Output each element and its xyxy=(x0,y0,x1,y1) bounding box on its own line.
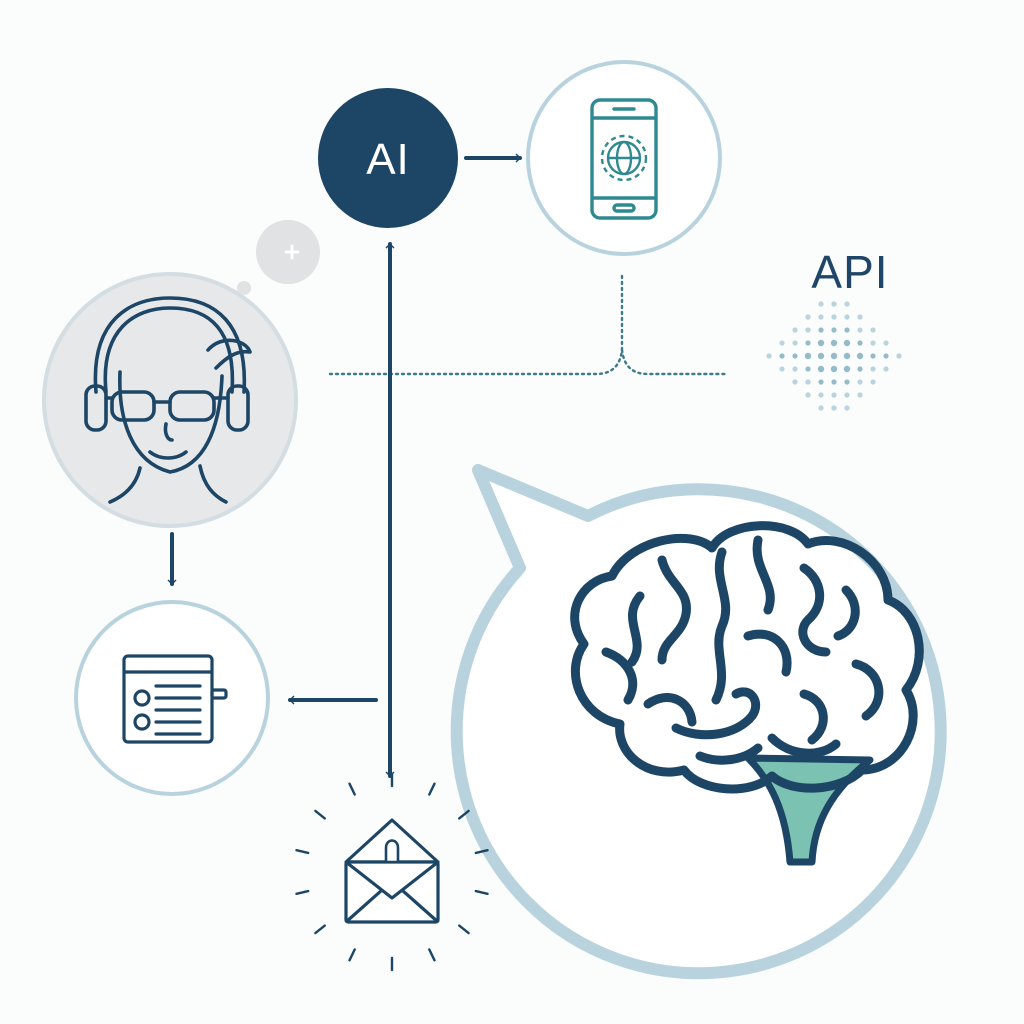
api-dot xyxy=(831,314,837,320)
api-dot xyxy=(779,340,785,346)
burst-ray xyxy=(474,889,489,895)
api-dot xyxy=(857,379,863,385)
ai-label: AI xyxy=(366,135,410,184)
envelope-icon xyxy=(344,818,440,924)
api-dot xyxy=(870,379,876,385)
api-dot xyxy=(843,352,851,360)
api-dot xyxy=(805,366,811,372)
api-dot xyxy=(883,340,889,346)
api-dot xyxy=(805,392,811,398)
burst-ray xyxy=(314,924,326,935)
plus-icon xyxy=(284,244,300,260)
burst-ray xyxy=(348,782,356,796)
api-dot xyxy=(831,379,837,385)
api-dot xyxy=(792,340,798,346)
user-avatar-icon xyxy=(84,296,252,504)
api-dot-cluster xyxy=(766,301,902,411)
api-dot xyxy=(870,353,876,359)
form-document-icon xyxy=(122,654,228,744)
api-dot xyxy=(870,340,876,346)
api-dot xyxy=(792,327,798,333)
api-dot xyxy=(870,366,876,372)
api-dot xyxy=(857,366,863,372)
burst-ray xyxy=(428,948,436,962)
api-dot xyxy=(805,379,811,385)
api-dot xyxy=(857,327,863,333)
api-dot xyxy=(883,353,889,359)
burst-ray xyxy=(474,849,489,855)
api-dot xyxy=(818,405,824,411)
api-dot xyxy=(870,327,876,333)
api-dot xyxy=(844,379,850,385)
api-dot xyxy=(818,301,824,307)
api-dot xyxy=(831,405,837,411)
api-dot xyxy=(844,327,850,333)
burst-ray xyxy=(295,889,310,895)
document-node xyxy=(74,600,270,796)
api-dot xyxy=(857,340,863,346)
gear-globe-icon xyxy=(600,134,648,182)
api-dot xyxy=(830,339,838,347)
api-dot xyxy=(830,365,838,373)
api-dot xyxy=(818,379,824,385)
burst-ray xyxy=(295,849,310,855)
burst-ray xyxy=(458,809,470,820)
api-dot xyxy=(831,392,837,398)
api-dot xyxy=(818,392,824,398)
api-dot xyxy=(843,339,851,347)
api-dot xyxy=(817,339,825,347)
api-dot xyxy=(817,352,825,360)
api-dot xyxy=(844,405,850,411)
api-dot xyxy=(843,365,851,373)
phone-node xyxy=(526,60,722,256)
api-dot xyxy=(779,353,785,359)
api-dot xyxy=(805,314,811,320)
api-dot xyxy=(831,327,837,333)
api-dot xyxy=(896,353,902,359)
burst-ray xyxy=(348,948,356,962)
burst-ray xyxy=(458,924,470,935)
api-dot xyxy=(792,353,798,359)
api-dot xyxy=(792,366,798,372)
brain-icon xyxy=(570,521,924,866)
api-label: API xyxy=(811,246,888,298)
burst-rays xyxy=(295,772,489,972)
api-dot xyxy=(805,340,811,346)
smartphone-icon xyxy=(590,98,658,220)
api-dot xyxy=(818,314,824,320)
api-dot xyxy=(779,366,785,372)
ai-node: AI xyxy=(318,88,458,228)
api-dot xyxy=(766,353,772,359)
api-dot xyxy=(857,314,863,320)
api-dot xyxy=(804,352,812,360)
api-dot xyxy=(805,327,811,333)
api-dot xyxy=(857,392,863,398)
api-dot xyxy=(883,366,889,372)
user-avatar-node xyxy=(42,272,298,528)
dotted-connector xyxy=(328,274,728,376)
burst-ray xyxy=(428,782,436,796)
api-dot xyxy=(818,327,824,333)
envelope-node xyxy=(295,772,489,972)
speech-bubble xyxy=(450,464,947,980)
api-dot xyxy=(817,365,825,373)
api-dot xyxy=(831,301,837,307)
api-dot xyxy=(856,352,864,360)
api-dot xyxy=(844,314,850,320)
api-dot xyxy=(844,301,850,307)
api-dot xyxy=(792,379,798,385)
api-dot xyxy=(830,352,838,360)
api-dot xyxy=(844,392,850,398)
thought-bubble xyxy=(237,220,320,295)
burst-ray xyxy=(314,809,326,820)
